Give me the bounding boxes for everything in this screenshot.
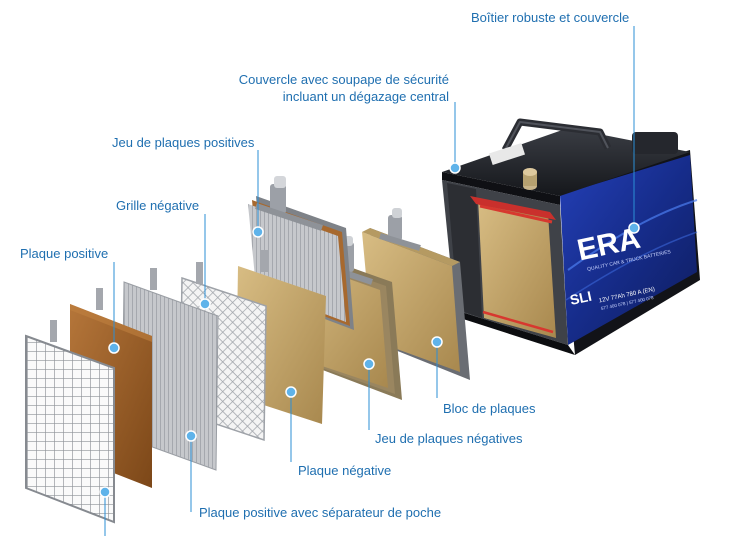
callout-dot-separator-plate	[185, 430, 197, 442]
label-positive-plate-set: Jeu de plaques positives	[112, 135, 255, 150]
label-negative-plate: Plaque négative	[298, 463, 392, 478]
battery-model-badge: SLI	[568, 288, 593, 308]
callout-dot-negative-grid	[199, 298, 211, 310]
callout-dot-plate-block	[431, 336, 443, 348]
label-lid-vent-line1: Couvercle avec soupape de sécurité	[238, 72, 449, 87]
label-negative-plate-set: Jeu de plaques négatives	[375, 431, 523, 446]
label-case-and-lid: Boîtier robuste et couvercle	[471, 10, 630, 25]
callout-dot-negative-plate	[285, 386, 297, 398]
callout-dot-lid-vent	[449, 162, 461, 174]
label-plate-block: Bloc de plaques	[443, 401, 536, 416]
callout-dot-case	[628, 222, 640, 234]
battery-case: ERA QUALITY CAR & TRUCK BATTERIES SLI 12…	[442, 118, 700, 355]
label-positive-plate: Plaque positive	[20, 246, 109, 261]
callout-dot-front-grid	[99, 486, 111, 498]
label-positive-plate-with-separator: Plaque positive avec séparateur de poche	[199, 505, 442, 520]
callout-dot-positive-plate	[108, 342, 120, 354]
label-negative-grid: Grille négative	[116, 198, 200, 213]
label-lid-vent-line2: incluant un dégazage central	[282, 89, 449, 104]
positive-grid	[25, 320, 115, 524]
callout-dot-negative-set	[363, 358, 375, 370]
callout-dots	[99, 162, 640, 498]
leader-lines	[104, 26, 635, 536]
callout-dot-positive-set	[252, 226, 264, 238]
